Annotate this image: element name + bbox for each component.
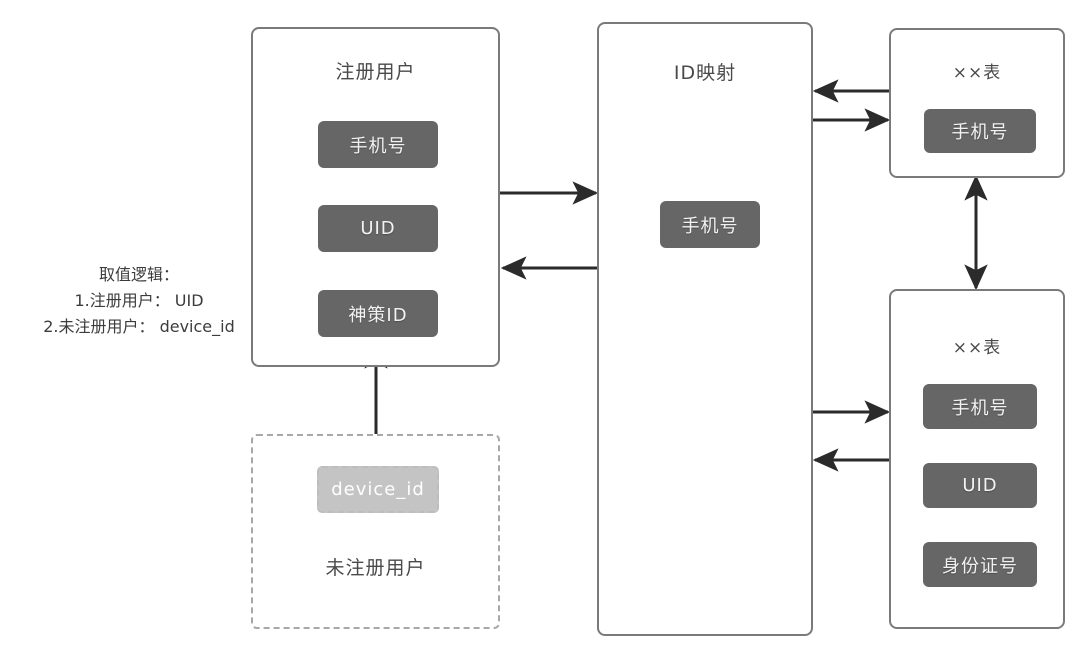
group-id-mapping-title: ID映射 [673, 62, 737, 84]
chip-registered-uid[interactable]: UID [318, 205, 438, 252]
group-table-bottom-title: ××表 [952, 338, 1002, 358]
value-logic-note: 取值逻辑： 1.注册用户： UID 2.未注册用户： device_id [14, 262, 264, 340]
group-table-top[interactable]: ××表 手机号 [889, 28, 1065, 178]
note-line-3: 2.未注册用户： device_id [43, 317, 235, 336]
chip-registered-shenceid[interactable]: 神策ID [318, 290, 438, 337]
chip-tablebottom-idcard[interactable]: 身份证号 [923, 542, 1037, 587]
group-unregistered-user-title: 未注册用户 [325, 557, 426, 579]
group-unregistered-user[interactable]: device_id 未注册用户 [251, 434, 500, 629]
chip-registered-phone[interactable]: 手机号 [318, 121, 438, 168]
chip-unregistered-deviceid[interactable]: device_id [317, 466, 439, 513]
chip-tablebottom-uid[interactable]: UID [923, 463, 1037, 508]
note-line-2: 1.注册用户： UID [74, 291, 204, 310]
chip-tabletop-phone[interactable]: 手机号 [924, 109, 1036, 153]
chip-idmapping-phone[interactable]: 手机号 [660, 201, 760, 248]
note-line-1: 取值逻辑： [98, 265, 179, 284]
chip-tablebottom-phone[interactable]: 手机号 [923, 384, 1037, 429]
group-registered-user-title: 注册用户 [335, 61, 416, 83]
group-registered-user[interactable]: 注册用户 手机号 UID 神策ID [251, 27, 500, 367]
group-id-mapping[interactable]: ID映射 手机号 [597, 22, 813, 636]
group-table-top-title: ××表 [952, 63, 1002, 83]
group-table-bottom[interactable]: ××表 手机号 UID 身份证号 [889, 289, 1065, 629]
